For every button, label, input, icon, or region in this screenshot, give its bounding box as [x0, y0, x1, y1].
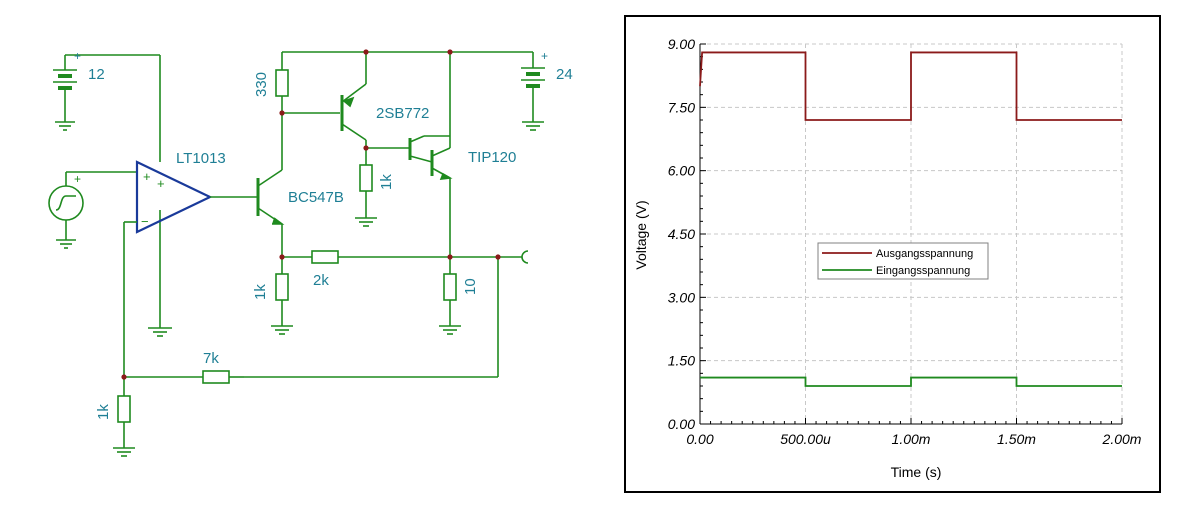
battery2-label: 24 [556, 66, 573, 83]
legend-box [817, 242, 989, 280]
opamp-lt1013 [135, 160, 213, 234]
node-dot [363, 49, 369, 55]
plot-frame: 0.00 1.50 3.00 4.50 6.00 7.50 9.00 0.00 500.00u 1… [624, 15, 1161, 493]
battery1-plus: + [74, 49, 81, 63]
node-dot [363, 145, 369, 151]
transistor-tip120 [408, 135, 453, 180]
resistor-1k-emitter [275, 273, 289, 301]
transistor-bc547b [256, 169, 285, 225]
resistor-1k-feedback [117, 395, 131, 423]
battery-24v [521, 52, 545, 131]
r-7k-label: 7k [203, 350, 219, 367]
y-tick-label: 9.00 [668, 36, 695, 52]
resistor-7k [202, 370, 230, 384]
output-terminal [521, 250, 529, 264]
opamp-plus: + [143, 169, 151, 184]
x-axis-label: Time (s) [891, 464, 942, 480]
x-tick-label: 1.00m [892, 431, 931, 447]
y-tick-label: 1.50 [668, 353, 695, 369]
r-1k-base-label: 1k [378, 174, 395, 190]
resistor-10 [443, 273, 457, 301]
node-dot [447, 254, 453, 260]
transistor-2sb772 [340, 83, 367, 141]
circuit-schematic: + 12 + 24 LT1013 + + − + BC547B 2SB772 T… [48, 49, 573, 457]
axis-layer: 0.00 1.50 3.00 4.50 6.00 7.50 9.00 0.00 500.00u 1… [668, 36, 1142, 447]
source-plus: + [74, 172, 81, 186]
legend-label: Ausgangsspannung [876, 248, 973, 260]
x-tick-label: 0.00 [686, 431, 713, 447]
series-line-ausgangsspannung [699, 51, 1122, 121]
r-1k-emitter-label: 1k [252, 284, 269, 300]
y-tick-label: 3.00 [668, 289, 695, 305]
q-pnp-label: 2SB772 [376, 105, 429, 122]
y-tick-label: 6.00 [668, 163, 695, 179]
q-npn-label: BC547B [288, 189, 344, 206]
opamp-label: LT1013 [176, 150, 226, 167]
ground-opamp [148, 327, 172, 337]
x-tick-label: 500.00u [780, 431, 831, 447]
r-330-label: 330 [253, 72, 270, 97]
y-tick-label: 7.50 [668, 99, 695, 115]
r-2k-label: 2k [313, 272, 329, 289]
resistor-2k [311, 250, 339, 264]
series-line-eingangsspannung [700, 376, 1122, 387]
battery2-plus: + [541, 49, 548, 63]
y-tick-label: 0.00 [668, 416, 695, 432]
r-1k-feedback-label: 1k [95, 404, 112, 420]
node-dot [447, 49, 453, 55]
y-axis-label: Voltage (V) [633, 200, 649, 269]
r-10-label: 10 [462, 278, 479, 295]
resistor-1k-base [359, 164, 373, 192]
x-tick-label: 2.00m [1102, 431, 1142, 447]
battery-12v [53, 54, 160, 122]
battery1-label: 12 [88, 66, 105, 83]
node-dot [279, 110, 285, 116]
resistor-330 [275, 69, 289, 97]
legend-label: Eingangsspannung [876, 265, 970, 277]
ground-battery1 [55, 121, 75, 131]
node-dot [279, 254, 285, 260]
opamp-plus-pin: + [157, 176, 165, 191]
series-layer [699, 51, 1122, 387]
voltage-source [48, 171, 137, 249]
y-tick-label: 4.50 [668, 226, 695, 242]
q-darlington-label: TIP120 [468, 149, 516, 166]
opamp-minus: − [141, 214, 149, 229]
x-tick-label: 1.50m [997, 431, 1036, 447]
voltage-time-chart: 0.00 1.50 3.00 4.50 6.00 7.50 9.00 0.00 500.00u 1… [633, 36, 1142, 480]
node-dot [121, 374, 127, 380]
node-dot [495, 254, 501, 260]
